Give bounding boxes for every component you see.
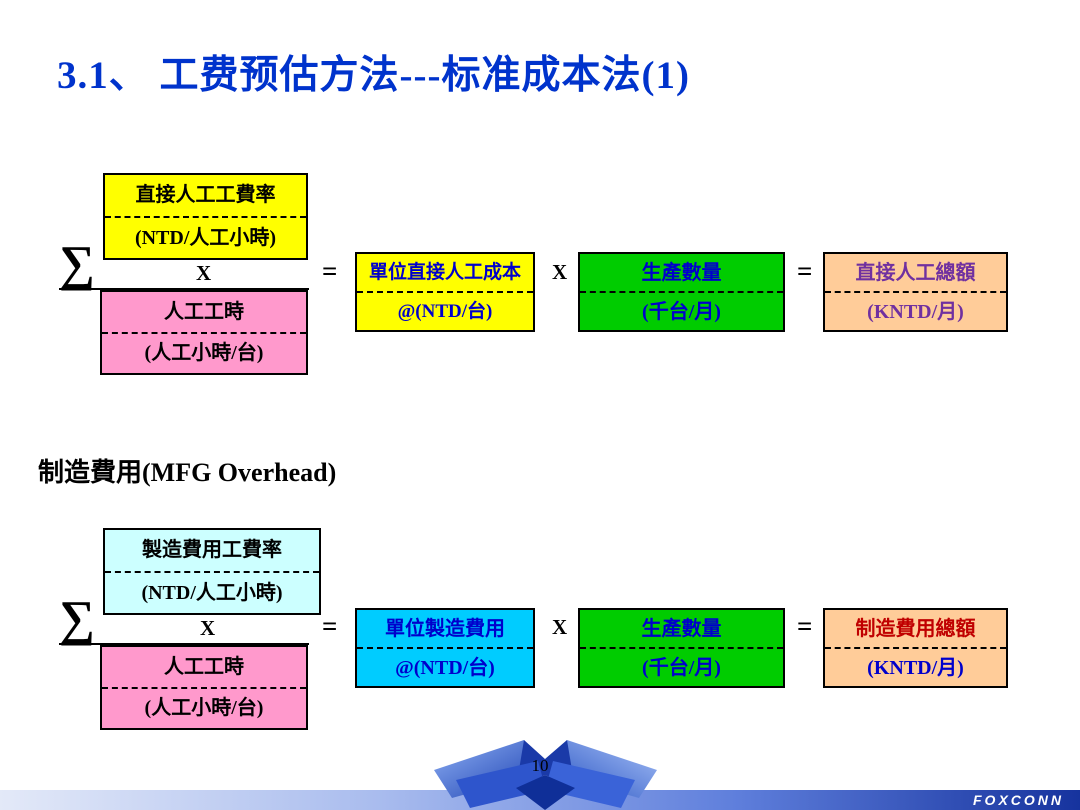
overhead-rate-box: 製造費用工費率 (NTD/人工小時) [103,528,321,615]
overhead-quantity-box-line1: 生產數量 [641,617,722,640]
page-title: 3.1、 工费预估方法---标准成本法(1) [57,54,690,97]
overhead-quantity-box-line2: (千台/月) [580,647,783,686]
equals-operator-overhead-1: = [322,611,338,641]
labor-unit-cost-box-line1: 單位直接人工成本 [368,262,521,283]
labor-quantity-box-line2: (千台/月) [580,291,783,330]
multiply-operator-overhead-1: X [200,616,216,640]
equals-operator-labor-2: = [797,256,813,286]
section-label-mfg-overhead: 制造費用(MFG Overhead) [38,458,337,487]
page-number: 10 [531,756,549,775]
summation-line-overhead [59,643,309,645]
equals-operator-overhead-2: = [797,611,813,641]
overhead-total-box: 制造費用總額 (KNTD/月) [823,608,1008,688]
overhead-unit-cost-box: 單位製造費用 @(NTD/台) [355,608,535,688]
labor-rate-box-line1: 直接人工工費率 [135,184,276,207]
labor-quantity-box-line1: 生產數量 [641,261,722,284]
overhead-quantity-box: 生產數量 (千台/月) [578,608,785,688]
labor-hours-box-line2: (人工小時/台) [102,331,306,374]
overhead-hours-box-line2: (人工小時/台) [102,686,306,729]
multiply-operator-labor-1: X [196,261,212,285]
overhead-hours-box: 人工工時 (人工小時/台) [100,645,308,730]
foxconn-logo: FOXCONN [973,792,1064,808]
overhead-unit-cost-box-line2: @(NTD/台) [357,647,533,686]
multiply-operator-overhead-2: X [552,615,568,639]
labor-hours-box: 人工工時 (人工小時/台) [100,290,308,375]
overhead-hours-box-line1: 人工工時 [164,655,244,678]
labor-unit-cost-box-line2: @(NTD/台) [357,291,533,330]
sigma-symbol-labor: ∑ [59,235,95,291]
overhead-rate-box-line2: (NTD/人工小時) [105,570,319,614]
book-logo-graphic [434,740,657,810]
labor-total-box-line2: (KNTD/月) [825,291,1006,330]
overhead-rate-box-line1: 製造費用工費率 [142,539,282,562]
labor-quantity-box: 生產數量 (千台/月) [578,252,785,332]
overhead-total-box-line1: 制造費用總額 [855,617,976,640]
summation-line-labor [59,288,309,290]
overhead-total-box-line2: (KNTD/月) [825,647,1006,686]
labor-rate-box-line2: (NTD/人工小時) [105,215,306,259]
labor-total-box: 直接人工總額 (KNTD/月) [823,252,1008,332]
labor-hours-box-line1: 人工工時 [164,300,244,323]
labor-rate-box: 直接人工工費率 (NTD/人工小時) [103,173,308,260]
labor-unit-cost-box: 單位直接人工成本 @(NTD/台) [355,252,535,332]
multiply-operator-labor-2: X [552,260,568,284]
labor-total-box-line1: 直接人工總額 [855,261,976,284]
equals-operator-labor-1: = [322,256,338,286]
overhead-unit-cost-box-line1: 單位製造費用 [385,617,505,640]
sigma-symbol-overhead: ∑ [59,590,95,646]
